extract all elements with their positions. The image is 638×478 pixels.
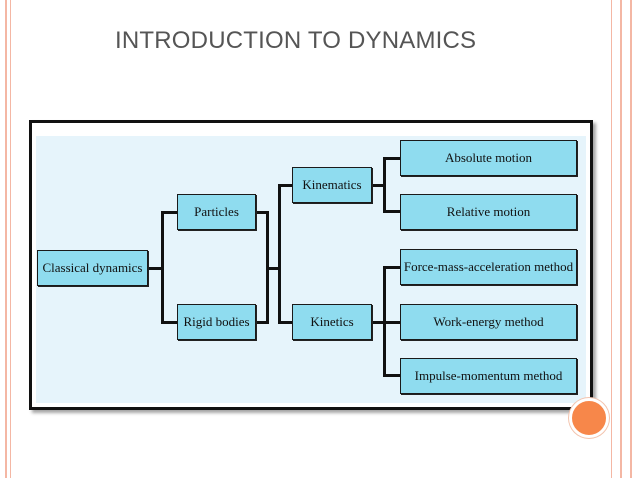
node-absolute-motion: Absolute motion	[400, 140, 577, 176]
connector-to-force-mass	[383, 266, 401, 269]
node-kinetics: Kinetics	[292, 304, 372, 340]
node-particles: Particles	[177, 194, 256, 230]
orange-circle-icon	[569, 398, 609, 438]
connector-level1-vertical	[161, 211, 164, 324]
node-force-mass-acceleration: Force-mass-acceleration method	[400, 249, 577, 285]
connector-to-work-energy	[383, 321, 401, 324]
node-rigid-bodies: Rigid bodies	[177, 304, 256, 340]
connector-to-absolute	[383, 157, 401, 160]
connector-to-rigid-bodies	[161, 321, 178, 324]
connector-particles-out	[255, 211, 269, 214]
slide-border-left-inner	[10, 0, 11, 478]
connector-root	[147, 267, 163, 270]
node-impulse-momentum: Impulse-momentum method	[400, 358, 577, 394]
connector-kinetics-out	[371, 321, 386, 324]
connector-kinematics-out	[371, 184, 386, 187]
connector-level2-vertical	[278, 184, 281, 324]
connector-to-kinetics	[278, 321, 293, 324]
connector-rigid-out	[255, 321, 269, 324]
connector-kinematics-vertical	[383, 157, 386, 213]
connector-to-impulse	[383, 374, 401, 377]
connector-join	[266, 267, 280, 270]
node-work-energy: Work-energy method	[400, 304, 577, 340]
node-classical-dynamics: Classical dynamics	[37, 250, 148, 286]
slide-border-left-outer	[5, 0, 7, 478]
connector-to-particles	[161, 211, 178, 214]
connector-to-kinematics	[278, 184, 293, 187]
slide-border-right-3	[630, 0, 632, 478]
slide-border-right-1	[611, 0, 612, 478]
node-relative-motion: Relative motion	[400, 194, 577, 230]
node-kinematics: Kinematics	[292, 167, 372, 203]
slide-border-right-2	[620, 0, 622, 478]
slide-title: INTRODUCTION TO DYNAMICS	[115, 27, 477, 54]
connector-to-relative	[383, 210, 401, 213]
